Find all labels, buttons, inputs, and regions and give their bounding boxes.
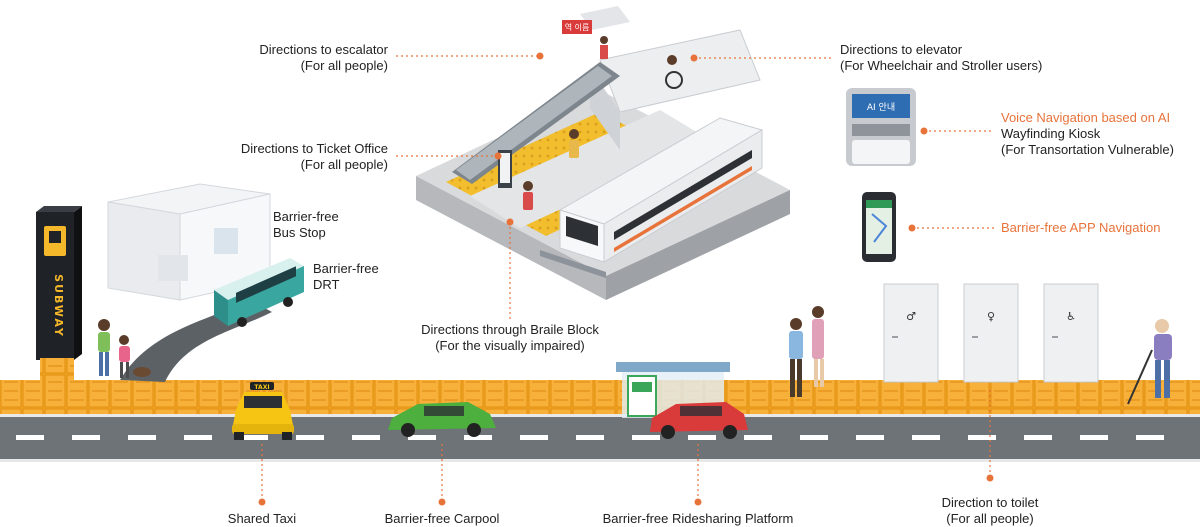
pedestrians-right: [789, 306, 1172, 405]
leader-dots: [258, 52, 994, 506]
station-sign: [562, 20, 592, 34]
elevator-sub: (For Wheelchair and Stroller users): [840, 58, 1043, 73]
map-board-icon: [632, 382, 652, 392]
bus-stop: [107, 183, 271, 301]
busstop-line1: Barrier-free: [273, 209, 339, 224]
guide-dog-icon: [133, 367, 151, 377]
leader-lines: [261, 55, 994, 502]
carpool-car: [388, 402, 496, 437]
escalator-label: Directions to escalator (For all people): [220, 42, 388, 74]
phone: [862, 192, 896, 262]
ridesharing-title: Barrier-free Ridesharing Platform: [602, 511, 794, 526]
wheelchair-user-icon: [667, 55, 677, 65]
subway-train: [540, 117, 764, 278]
kiosk-highlight: Voice Navigation based on AI: [1001, 110, 1171, 125]
ridesharing-label: Barrier-free Ridesharing Platform: [578, 511, 818, 527]
drt-line2: DRT: [313, 277, 340, 292]
carpool-title: Barrier-free Carpool: [384, 511, 500, 526]
carpool-label: Barrier-free Carpool: [362, 511, 522, 527]
subway-sign: SUBWAY: [36, 206, 82, 380]
ridesharing-car: [650, 402, 748, 439]
drt-bus: [120, 258, 304, 382]
app-label: Barrier-free APP Navigation: [1001, 220, 1160, 236]
pedestrians-left: [98, 319, 151, 378]
sidewalk: [0, 380, 1200, 414]
white-cane-icon: [1127, 349, 1153, 405]
station: 역 이름: [416, 6, 790, 300]
escalator-title: Directions to escalator: [259, 42, 388, 57]
ticket-title: Directions to Ticket Office: [240, 141, 388, 156]
app-title: Barrier-free APP Navigation: [1001, 220, 1161, 235]
svg-text:역 이름: 역 이름: [565, 22, 590, 32]
drt-label: Barrier-free DRT: [313, 261, 379, 293]
map-route-icon: [871, 213, 888, 243]
kiosk-label: Voice Navigation based on AI Wayfinding …: [1001, 110, 1174, 158]
ticket-label: Directions to Ticket Office (For all peo…: [200, 141, 388, 173]
kiosk-title: Wayfinding Kiosk: [1001, 126, 1101, 141]
braille-label: Directions through Braile Block (For the…: [400, 322, 620, 354]
kiosk: AI 안내: [846, 88, 916, 166]
toilet-title: Direction to toilet: [941, 495, 1039, 510]
subway-sign-text: SUBWAY: [52, 274, 65, 338]
male-icon: ♂: [906, 310, 916, 323]
shared-taxi: TAXI: [232, 382, 294, 440]
braille-sub: (For the visually impaired): [435, 338, 585, 353]
svg-text:AI 안내: AI 안내: [867, 102, 895, 113]
ticket-sub: (For all people): [300, 157, 388, 172]
svg-text:TAXI: TAXI: [254, 384, 269, 391]
toilet-sub: (For all people): [946, 511, 1034, 526]
accessible-icon: ♿: [1066, 310, 1076, 323]
road: [0, 414, 1200, 462]
escalator-sub: (For all people): [300, 58, 388, 73]
busstop-line2: Bus Stop: [273, 225, 326, 240]
drt-line1: Barrier-free: [313, 261, 379, 276]
braille-title: Directions through Braile Block: [421, 322, 599, 337]
restroom-doors: ♂ ♀ ♿: [883, 283, 1099, 383]
taxi-title: Shared Taxi: [227, 511, 297, 526]
busstop-label: Barrier-free Bus Stop: [273, 209, 339, 241]
kiosk-sub: (For Transortation Vulnerable): [1001, 142, 1174, 157]
taxi-label: Shared Taxi: [202, 511, 322, 527]
toilet-label: Direction to toilet (For all people): [910, 495, 1070, 527]
elevator-title: Directions to elevator: [840, 42, 963, 57]
elevator-label: Directions to elevator (For Wheelchair a…: [840, 42, 1042, 74]
female-icon: ♀: [987, 310, 995, 323]
